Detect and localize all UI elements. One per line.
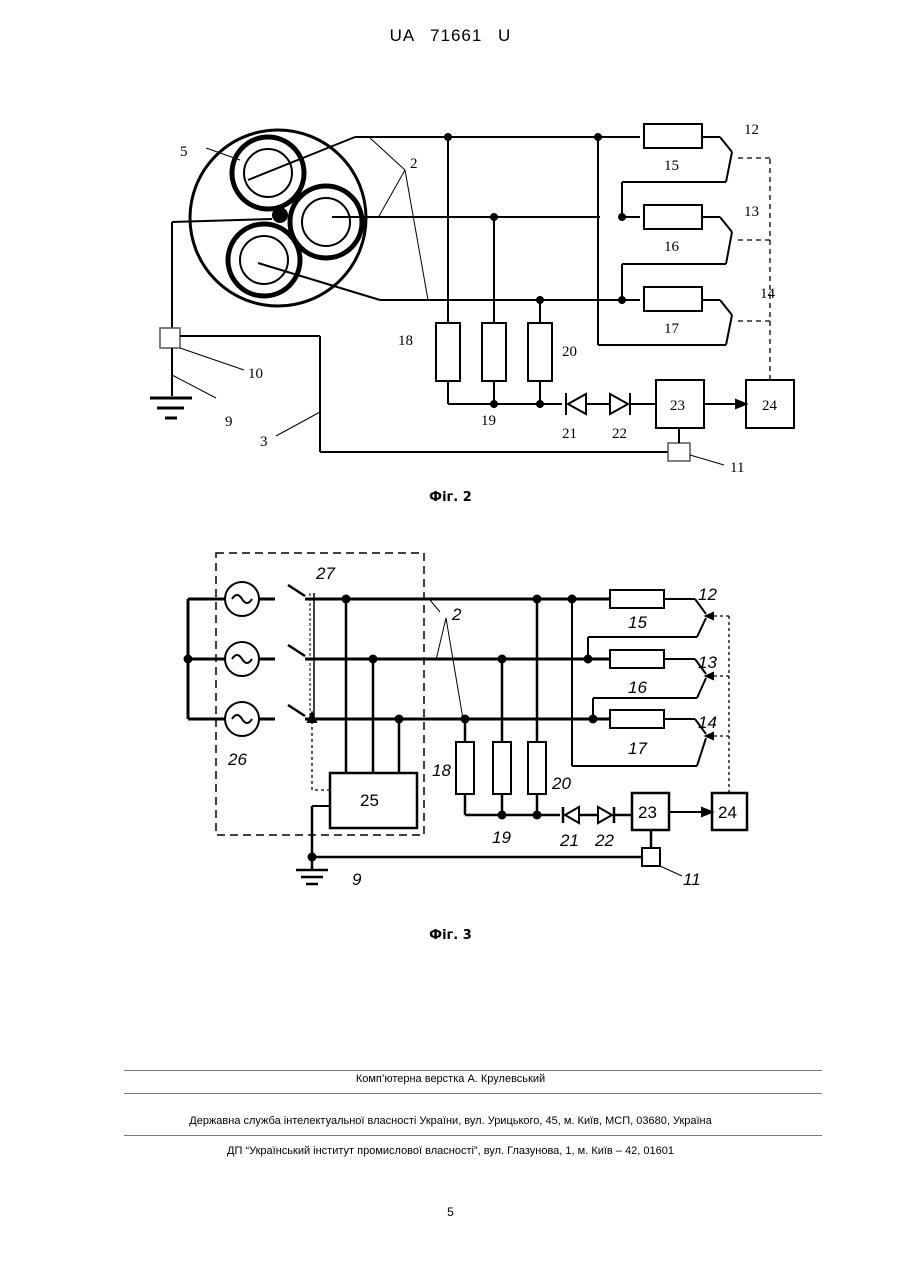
load-15 (610, 590, 664, 608)
fig3-label-15: 15 (628, 613, 647, 632)
fig2-label-3: 3 (260, 434, 268, 450)
footer-divider (124, 1135, 822, 1136)
fig2-label-9: 9 (225, 414, 233, 430)
fig3-label-14: 14 (698, 713, 717, 732)
fig3-label-12: 12 (698, 585, 717, 604)
sensor-11 (668, 443, 690, 461)
fig3-label-19: 19 (492, 828, 511, 847)
resistor-19 (482, 323, 506, 381)
fig2-label-18: 18 (398, 333, 413, 349)
fig3-label-23: 23 (638, 803, 657, 822)
fig3-label-24: 24 (718, 803, 737, 822)
fig2-label-20: 20 (562, 344, 577, 360)
fig2-label-14: 14 (760, 286, 776, 302)
fig2-label-15: 15 (664, 158, 679, 174)
footer-divider (124, 1070, 822, 1071)
figure-2: 5 2 12 13 14 15 16 17 18 19 20 21 22 23 … (0, 100, 901, 480)
load-16 (610, 650, 664, 668)
contact-12 (720, 137, 732, 152)
fig2-label-10: 10 (248, 366, 263, 382)
fig3-label-20: 20 (551, 774, 571, 793)
diode-22 (598, 807, 612, 823)
fig3-label-17: 17 (628, 739, 647, 758)
diode-21 (568, 394, 586, 414)
load-15 (644, 124, 702, 148)
fig3-label-22: 22 (594, 831, 614, 850)
fig2-label-16: 16 (664, 239, 680, 255)
figure-3-diagram: 27 2 12 13 14 15 16 17 18 19 20 21 22 23… (0, 548, 901, 898)
figure-2-caption: Фіг. 2 (0, 490, 901, 505)
conductor-3 (228, 224, 300, 296)
contact-14 (720, 300, 732, 315)
patent-number-header: UA 71661 U (0, 26, 901, 46)
page-number: 5 (0, 1205, 901, 1219)
fig2-label-19: 19 (481, 413, 496, 429)
fig3-label-26: 26 (227, 750, 247, 769)
fig2-label-12: 12 (744, 122, 759, 138)
figure-2-diagram: 5 2 12 13 14 15 16 17 18 19 20 21 22 23 … (0, 100, 901, 480)
figure-3: 27 2 12 13 14 15 16 17 18 19 20 21 22 23… (0, 548, 901, 898)
fig3-label-13: 13 (698, 653, 717, 672)
fig3-label-2: 2 (451, 605, 462, 624)
fig2-label-11: 11 (730, 460, 744, 476)
resistor-18 (456, 742, 474, 794)
footer-agency: Державна служба інтелектуальної власност… (0, 1115, 901, 1127)
resistor-20 (528, 323, 552, 381)
conductor-2 (290, 186, 362, 258)
contact-13 (720, 217, 732, 232)
fig3-label-18: 18 (432, 761, 451, 780)
sensor-10 (160, 328, 180, 348)
fig2-label-23: 23 (670, 398, 685, 414)
resistor-19 (493, 742, 511, 794)
fig2-label-22: 22 (612, 426, 627, 442)
fig3-label-16: 16 (628, 678, 647, 697)
fig3-label-21: 21 (559, 831, 579, 850)
resistor-18 (436, 323, 460, 381)
figure-3-caption: Фіг. 3 (0, 928, 901, 943)
fig2-label-5: 5 (180, 144, 188, 160)
fig2-label-17: 17 (664, 321, 680, 337)
fig2-label-21: 21 (562, 426, 577, 442)
diode-22 (610, 394, 628, 414)
fig3-label-27: 27 (315, 564, 335, 583)
fig3-label-9: 9 (352, 870, 362, 889)
footer-layout-credit: Комп’ютерна верстка А. Крулевський (0, 1073, 901, 1085)
fig2-label-13: 13 (744, 204, 759, 220)
fig3-label-25: 25 (360, 791, 379, 810)
footer-institute: ДП “Український інститут промислової вла… (0, 1145, 901, 1157)
load-17 (610, 710, 664, 728)
diode-21 (565, 807, 579, 823)
footer-divider (124, 1093, 822, 1094)
resistor-20 (528, 742, 546, 794)
fig2-label-2: 2 (410, 156, 418, 172)
load-17 (644, 287, 702, 311)
generator-enclosure (216, 553, 424, 835)
fig3-label-11: 11 (683, 870, 701, 889)
fig2-label-24: 24 (762, 398, 778, 414)
sensor-11 (642, 848, 660, 866)
load-16 (644, 205, 702, 229)
